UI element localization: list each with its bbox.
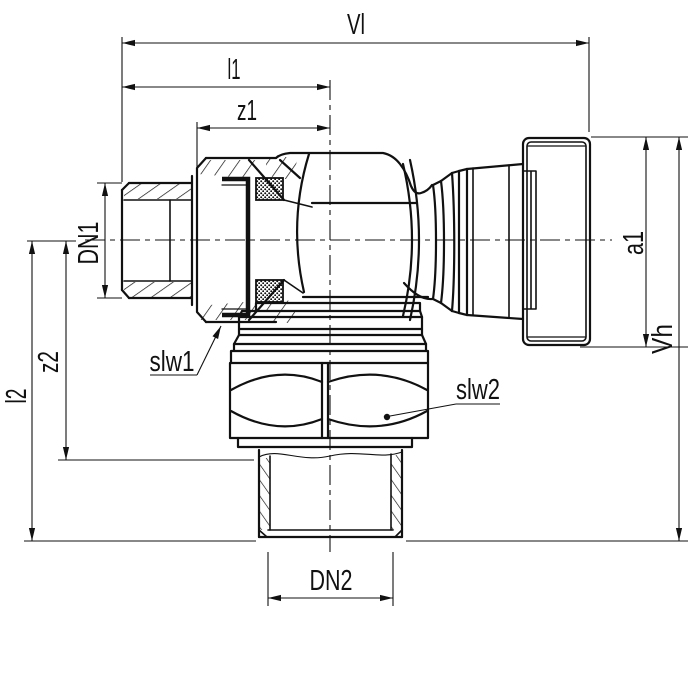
- seal-rings: [255, 177, 284, 303]
- dim-label-vl: Vl: [347, 9, 365, 41]
- body-hex-nut: [228, 361, 430, 449]
- dim-label-z2: z2: [33, 351, 65, 373]
- handwheel: [521, 136, 592, 347]
- ball-housing: [266, 151, 434, 323]
- bottom-male-thread: [257, 448, 404, 539]
- leader-line-slw2: [389, 403, 457, 417]
- union-cap-nut: [195, 156, 286, 324]
- dimension-annotations: Vl l1 z1 DN1 z2 l2 DN2 a1 Vh: [1, 9, 688, 606]
- dim-label-l1: l1: [228, 54, 241, 86]
- callout-slw2: slw2: [383, 374, 500, 421]
- callout-slw1: slw1: [150, 325, 222, 378]
- dim-label-vh: Vh: [647, 324, 679, 354]
- break-line: [258, 451, 403, 459]
- lower-collar: [229, 301, 430, 365]
- dim-label-l2: l2: [1, 389, 33, 404]
- valve-body-drawing: [120, 136, 592, 539]
- dim-label-dn2: DN2: [310, 565, 353, 597]
- callout-label-slw1: slw1: [150, 346, 195, 378]
- extension-lines: [24, 37, 688, 606]
- leader-line-slw1: [196, 325, 222, 376]
- clamp-insert: [222, 176, 251, 318]
- callouts: slw1 slw2: [150, 325, 500, 421]
- callout-label-slw2: slw2: [456, 374, 500, 406]
- dim-label-dn1: DN1: [73, 222, 105, 265]
- leader-dot-slw2: [383, 413, 391, 421]
- dimension-lines: [28, 39, 683, 602]
- bonnet: [431, 162, 525, 321]
- upper-seal-ring: [255, 177, 284, 201]
- dim-label-z1: z1: [237, 95, 257, 127]
- lower-seal-ring: [255, 279, 284, 303]
- dim-label-a1: a1: [618, 231, 650, 255]
- left-male-thread-port: [120, 174, 194, 307]
